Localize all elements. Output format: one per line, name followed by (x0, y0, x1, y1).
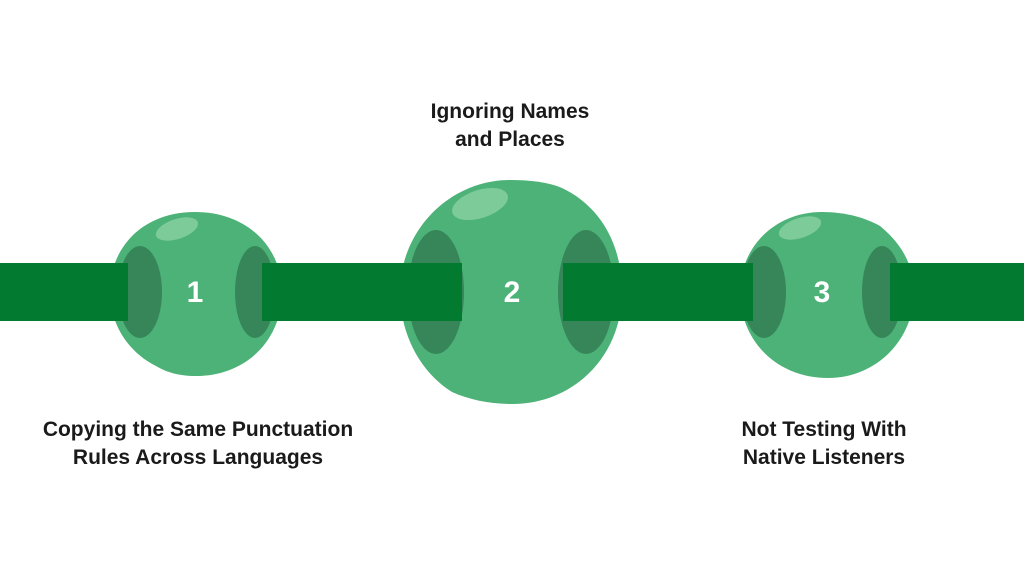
bead-3-rod-right (890, 263, 1024, 321)
step-2-label: Ignoring Names and Places (380, 98, 640, 154)
step-2-label-line-2: and Places (455, 128, 565, 151)
bead-3: 3 (663, 212, 1024, 378)
bead-3-number: 3 (814, 276, 831, 309)
bead-2: 2 (302, 180, 663, 404)
step-3-label: Not Testing With Native Listeners (694, 416, 954, 472)
bead-1-body (110, 212, 282, 376)
step-2-label-line-1: Ignoring Names (430, 100, 590, 123)
bead-1-number: 1 (187, 276, 204, 309)
bead-2-highlight-icon (452, 187, 508, 221)
bead-1-rod-left (0, 263, 128, 321)
step-1-label-line-2: Rules Across Languages (72, 446, 324, 469)
step-3-label-line-1: Not Testing With (741, 418, 907, 441)
bead-2-body (400, 180, 622, 404)
bead-2-rod-left (302, 263, 462, 321)
step-1-label: Copying the Same Punctuation Rules Acros… (18, 416, 378, 472)
bead-3-body (740, 212, 914, 378)
bead-3-rod-left (663, 263, 753, 321)
bead-1: 1 (0, 212, 302, 376)
bead-2-number: 2 (504, 276, 521, 309)
bead-1-hole-left (118, 246, 162, 338)
bead-2-rod-right (563, 263, 663, 321)
bead-1-rod-right (262, 263, 302, 321)
step-1-label-line-1: Copying the Same Punctuation (42, 418, 354, 441)
bead-3-highlight-icon (778, 216, 822, 240)
step-3-label-line-2: Native Listeners (742, 446, 906, 469)
bead-1-highlight-icon (155, 217, 199, 241)
